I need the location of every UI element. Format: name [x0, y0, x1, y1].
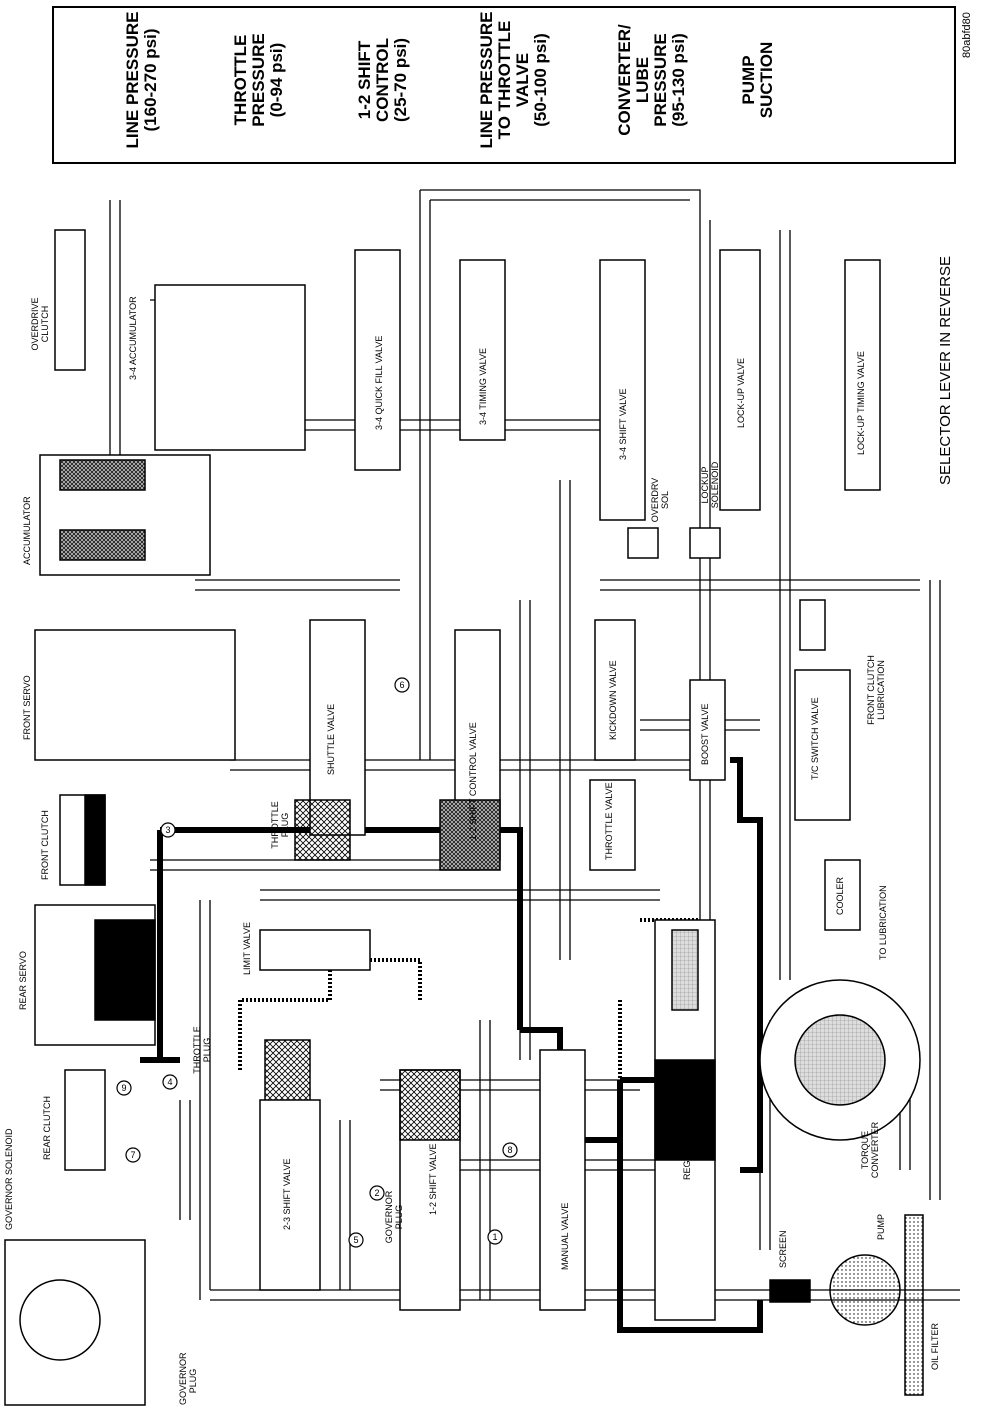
check-ball-4: [162, 1074, 178, 1090]
overdrive-clutch-body: [54, 229, 86, 371]
cooler-body: [824, 859, 861, 931]
throttle-plug-bottom-body: [264, 1039, 311, 1111]
regulator-valve-fill: [654, 1059, 716, 1161]
check-ball-7: [125, 1147, 141, 1163]
regulator-spring: [671, 929, 699, 1011]
check-balls: [116, 677, 518, 1248]
switch-valve-body: [794, 669, 851, 821]
throttle-valve-body: [589, 779, 636, 871]
check-ball-label-4: 4: [167, 1077, 172, 1087]
check-ball-6: [394, 677, 410, 693]
front-clutch-fill: [84, 794, 106, 886]
overdrv-sol-box: [627, 527, 659, 559]
shift-valve-34-body: [599, 259, 646, 521]
check-ball-label-3: 3: [165, 825, 170, 835]
check-ball-label-6: 6: [399, 680, 404, 690]
rear-servo-fill: [94, 919, 156, 1021]
front-clutch-lube-block: [799, 599, 826, 651]
shift-control-valve-fill: [439, 799, 501, 871]
manual-valve-body: [539, 1049, 586, 1311]
torque-converter-inner: [794, 1014, 886, 1106]
check-ball-label-9: 9: [121, 1083, 126, 1093]
check-ball-3: [160, 822, 176, 838]
shift-valve-12-fill: [399, 1069, 461, 1141]
governor-wheel: [19, 1279, 101, 1361]
shuttle-valve-body: [309, 619, 366, 836]
check-ball-label-8: 8: [507, 1145, 512, 1155]
check-ball-5: [348, 1232, 364, 1248]
accumulator-34-body: [154, 284, 306, 451]
components: [4, 229, 924, 1406]
check-ball-label-7: 7: [130, 1150, 135, 1160]
kickdown-valve-body: [594, 619, 636, 761]
check-ball-9: [116, 1080, 132, 1096]
check-ball-numbers: 1 2 3 4 5 6 7 8 9: [121, 680, 512, 1245]
accumulator-piston-2: [59, 529, 146, 561]
timing-valve-body: [459, 259, 506, 441]
screen-body: [769, 1279, 811, 1303]
boost-valve-body: [689, 679, 726, 781]
check-ball-label-5: 5: [353, 1235, 358, 1245]
quick-fill-valve-body: [354, 249, 401, 471]
limit-valve-body: [259, 929, 371, 971]
check-ball-label-1: 1: [492, 1232, 497, 1242]
lockup-sol-box: [689, 527, 721, 559]
shuttle-throttle-plug: [294, 799, 351, 861]
check-ball-2: [369, 1185, 385, 1201]
shift-valve-23-body: [259, 1099, 321, 1291]
oil-filter-body: [904, 1214, 924, 1396]
check-ball-1: [487, 1229, 503, 1245]
front-servo-body: [34, 629, 236, 761]
rear-clutch-body: [64, 1069, 106, 1171]
lockup-valve-body: [719, 249, 761, 511]
legend: [52, 6, 956, 164]
check-ball-label-2: 2: [374, 1188, 379, 1198]
pump-body: [829, 1254, 901, 1326]
accumulator-piston: [59, 459, 146, 491]
lockup-timing-valve-body: [844, 259, 881, 491]
check-ball-8: [502, 1142, 518, 1158]
